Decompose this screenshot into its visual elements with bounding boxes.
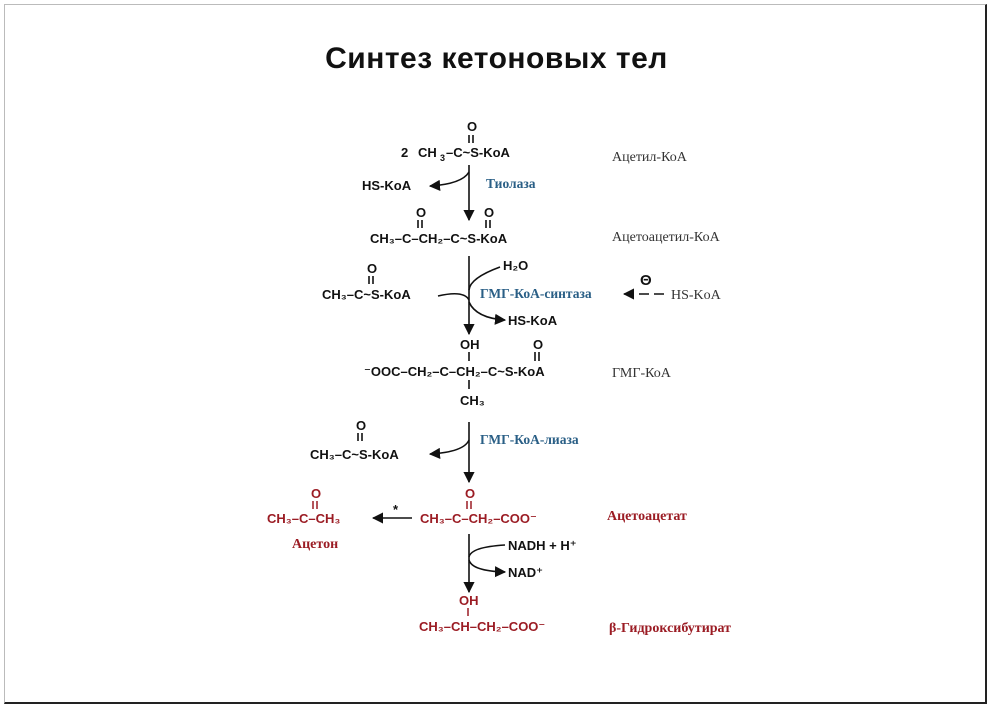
hmg-ch3: CH₃ xyxy=(460,393,485,408)
slide-title: Синтез кетоновых тел xyxy=(325,42,668,75)
arrow-nad-out xyxy=(468,559,507,578)
thiolase-byproduct: HS-KoA xyxy=(362,178,412,193)
beta-hydroxybutyrate: OH CH₃–CH–CH₂–COO⁻ xyxy=(419,593,545,634)
substrate-oxygen: O xyxy=(367,261,377,276)
subscript-3: 3 xyxy=(440,153,445,163)
arrow-acetyl-coa-release xyxy=(428,439,470,459)
synthase-substrate: O CH₃–C~S-KoA xyxy=(322,261,411,302)
acetoacetate-formula: CH₃–C–CH₂–COO⁻ xyxy=(420,511,537,526)
slide-frame xyxy=(4,4,987,704)
acetone-formula: CH₃–C–CH₃ xyxy=(267,511,340,526)
hydroxybutyrate-formula: CH₃–CH–CH₂–COO⁻ xyxy=(419,619,545,634)
acetyl-coa-formula-b: –C~S-KoA xyxy=(446,145,511,160)
lyase-product-formula: CH₃–C~S-KoA xyxy=(310,447,399,462)
lyase-product-oxygen: O xyxy=(356,418,366,433)
hydroxybutyrate-label: β-Гидроксибутират xyxy=(609,621,731,636)
acetoacetate: O CH₃–C–CH₂–COO⁻ xyxy=(420,486,537,526)
acetoacetyl-oxygen-1: O xyxy=(416,205,426,220)
hmg-formula: ⁻OOC–CH₂–C–CH₂–C~S-KoA xyxy=(364,364,545,379)
hydroxybutyrate-oh: OH xyxy=(459,593,479,608)
acetyl-coa-oxygen: O xyxy=(467,119,477,134)
arrow-hs-koa-release xyxy=(428,171,470,191)
acetoacetyl-coa-label: Ацетоацетил-КоА xyxy=(612,230,721,245)
arrow-hs-koa-out xyxy=(468,301,507,325)
water-input-curve xyxy=(468,266,501,291)
hmg-oh: OH xyxy=(460,337,480,352)
acetone-star: * xyxy=(393,502,399,517)
acetoacetyl-coa: O O CH₃–C–CH₂–C~S-KoA xyxy=(370,205,508,246)
acetoacetyl-oxygen-2: O xyxy=(484,205,494,220)
acetyl-coa: O 2 CH 3 –C~S-KoA xyxy=(401,119,511,163)
nadh: NADH + H⁺ xyxy=(508,538,577,553)
acetyl-coa-coefficient: 2 xyxy=(401,145,408,160)
acetoacetate-label: Ацетоацетат xyxy=(607,509,687,524)
acetone-label: Ацетон xyxy=(292,537,338,552)
hmg-coa-label: ГМГ-КоА xyxy=(612,366,672,381)
hmg-oxygen: O xyxy=(533,337,543,352)
substrate-formula: CH₃–C~S-KoA xyxy=(322,287,411,302)
inhibitor-label: HS-KoA xyxy=(671,288,722,303)
hmg-synthase-enzyme: ГМГ-КоА-синтаза xyxy=(480,286,592,301)
inhibitor-sign: Θ xyxy=(640,272,652,289)
nadh-input-curve xyxy=(468,544,506,558)
acetoacetate-oxygen: O xyxy=(465,486,475,501)
nad: NAD⁺ xyxy=(508,565,543,580)
acetyl-coa-formula-a: CH xyxy=(418,145,437,160)
acetoacetyl-formula: CH₃–C–CH₂–C~S-KoA xyxy=(370,231,508,246)
acetyl-coa-input-curve xyxy=(437,292,470,301)
thiolase-enzyme: Тиолаза xyxy=(486,176,536,191)
acetyl-coa-label: Ацетил-КоА xyxy=(612,150,688,165)
synthase-product: HS-KoA xyxy=(508,313,558,328)
acetone-oxygen: O xyxy=(311,486,321,501)
hmg-lyase-enzyme: ГМГ-КоА-лиаза xyxy=(480,432,579,447)
acetone: O CH₃–C–CH₃ xyxy=(267,486,340,526)
lyase-product: O CH₃–C~S-KoA xyxy=(310,418,399,462)
water: H₂O xyxy=(503,258,528,273)
hmg-coa: OH O ⁻OOC–CH₂–C–CH₂–C~S-KoA CH₃ xyxy=(364,337,545,408)
